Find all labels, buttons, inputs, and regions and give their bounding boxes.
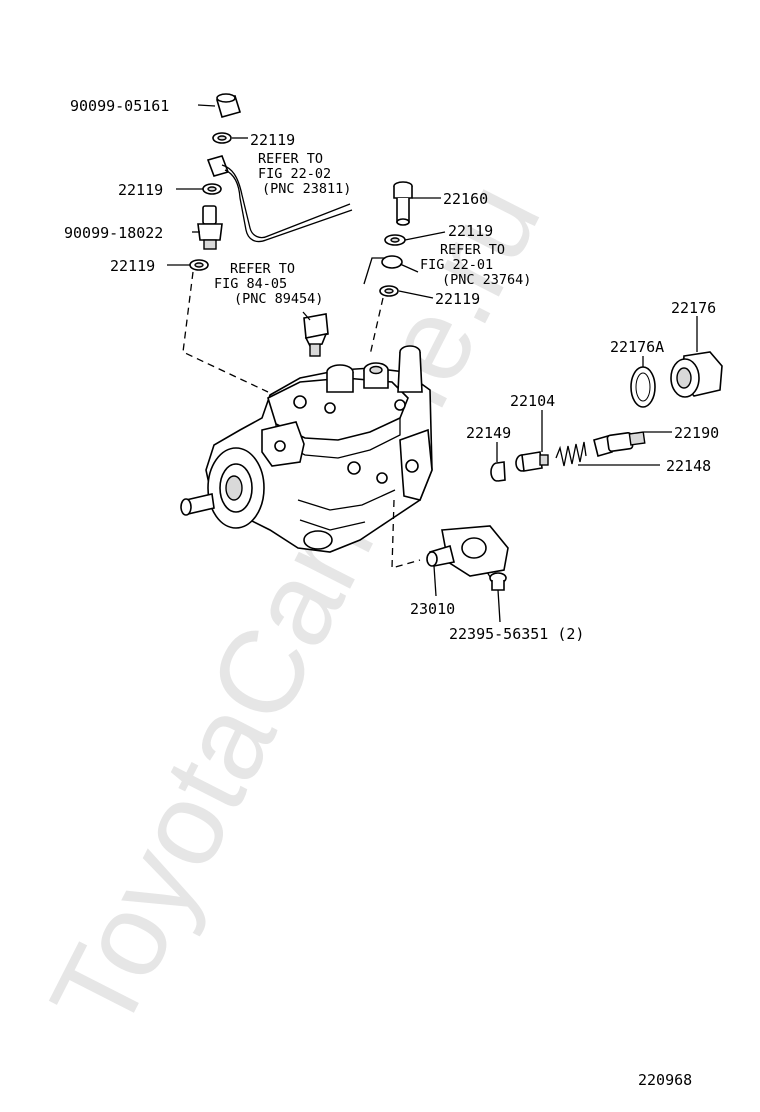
part-label-22104: 22104 xyxy=(510,392,555,410)
pin-icon xyxy=(515,451,549,472)
part-label-22160: 22160 xyxy=(443,190,488,208)
plug-icon xyxy=(490,461,506,482)
ref-fig-84-05-line1: REFER TO xyxy=(230,261,295,277)
part-label-22119: 22119 xyxy=(250,131,295,149)
ref-fig-22-02-line3: (PNC 23811) xyxy=(262,181,351,197)
delivery-valve-icon xyxy=(593,431,646,457)
screw-icon xyxy=(489,572,507,591)
part-label-22190: 22190 xyxy=(674,424,719,442)
part-label-22119: 22119 xyxy=(448,222,493,240)
ref-fig-22-01-line1: REFER TO xyxy=(440,242,505,258)
part-label-22176A: 22176A xyxy=(610,338,664,356)
part-label-23010: 23010 xyxy=(410,600,455,618)
cap-icon xyxy=(215,93,242,118)
part-label-22176: 22176 xyxy=(671,299,716,317)
ref-fig-22-02-line1: REFER TO xyxy=(258,151,323,167)
ref-fig-84-05-line2: FIG 84-05 xyxy=(214,276,287,292)
ref-fig-22-01-line2: FIG 22-01 xyxy=(420,257,493,273)
banjo-bolt-icon xyxy=(393,181,413,226)
fuel-pipe-icon xyxy=(206,155,353,243)
part-label-90099-05161: 90099-05161 xyxy=(70,97,169,115)
part-label-22395-56351: 22395-56351 (2) xyxy=(449,625,584,643)
part-label-22148: 22148 xyxy=(666,457,711,475)
sensor-icon xyxy=(303,313,329,357)
ref-fig-22-02-line2: FIG 22-02 xyxy=(258,166,331,182)
figure-number: 220968 xyxy=(638,1071,692,1089)
ref-fig-84-05-line3: (PNC 89454) xyxy=(234,291,323,307)
part-label-22119: 22119 xyxy=(110,257,155,275)
ref-fig-22-01-line3: (PNC 23764) xyxy=(442,272,531,288)
part-label-22119: 22119 xyxy=(118,181,163,199)
injection-pump-body xyxy=(180,345,433,553)
spring-icon xyxy=(555,441,587,467)
part-label-90099-18022: 90099-18022 xyxy=(64,224,163,242)
part-label-22149: 22149 xyxy=(466,424,511,442)
cover-nut-icon xyxy=(670,351,723,398)
part-label-22119: 22119 xyxy=(435,290,480,308)
bolt-icon xyxy=(197,205,223,250)
overflow-pipe-icon xyxy=(363,255,419,285)
solenoid-icon xyxy=(426,525,509,577)
leader-lines xyxy=(167,104,698,623)
